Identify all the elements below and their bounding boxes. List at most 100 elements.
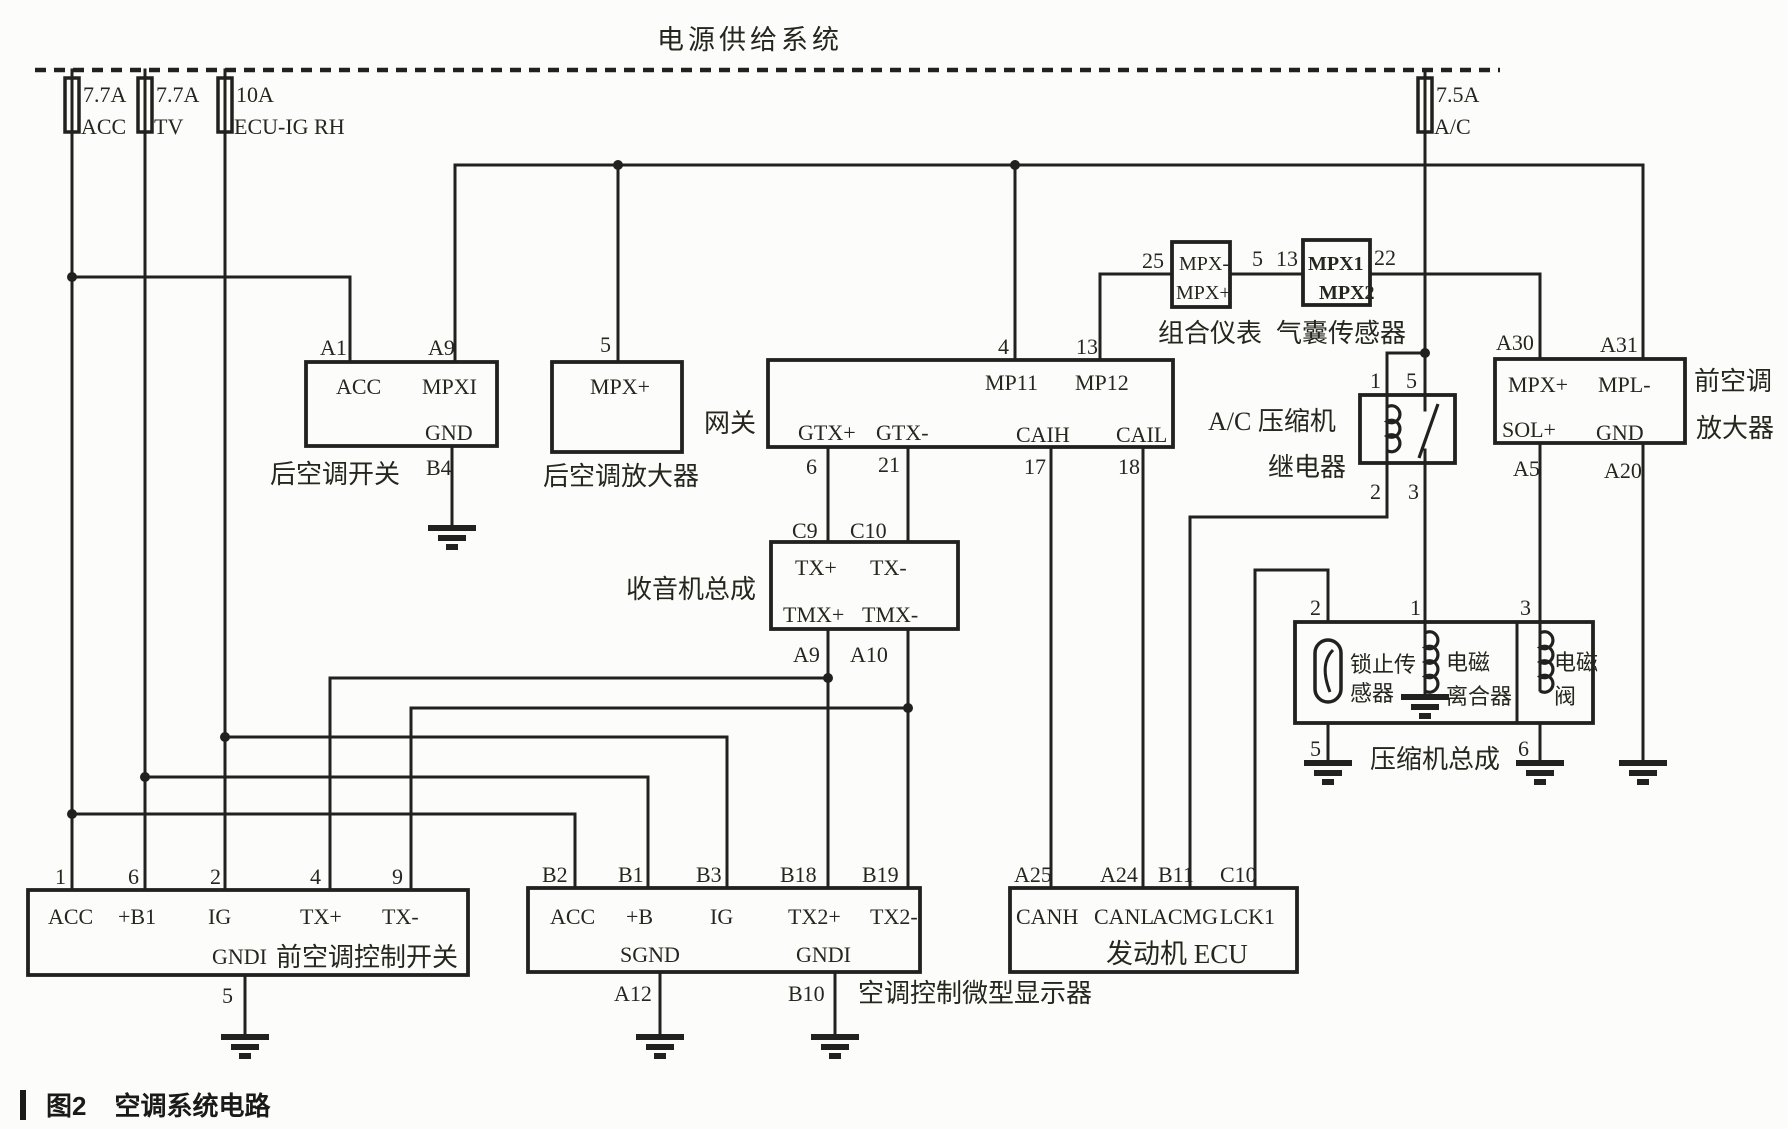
label-6-gw: 6 (806, 454, 817, 479)
pin-mpx2: MPX2 (1319, 282, 1375, 304)
label-a10-radio: A10 (850, 642, 888, 667)
pin-lck1: LCK1 (1220, 904, 1275, 929)
pin-mpx1: MPX1 (1308, 253, 1364, 275)
wire-ecuig-to-b3 (223, 735, 729, 890)
wire-tx-plus-branch (328, 676, 830, 892)
fuse-tv (136, 76, 154, 134)
pin-fs-ig: IG (208, 904, 231, 929)
part-clutch-1: 电磁 (1446, 650, 1490, 675)
label-b19: B19 (862, 862, 899, 887)
comp-radio: 收音机总成 (626, 575, 756, 604)
label-c10-ecu: C10 (1220, 862, 1257, 887)
label-13-airbag: 13 (1276, 246, 1298, 271)
label-comp-3: 3 (1520, 595, 1531, 620)
pin-mpx-minus-cluster: MPX- (1179, 253, 1229, 275)
wire-airbag-to-a30 (1368, 272, 1542, 361)
pin-cail: CAIL (1116, 422, 1167, 447)
label-a30: A30 (1496, 330, 1534, 355)
pin-mp12: MP12 (1075, 370, 1129, 395)
label-b11: B11 (1158, 862, 1194, 887)
wire-tx-minus-branch (409, 706, 910, 892)
pin-md-sgnd: SGND (620, 942, 680, 967)
ac-display-box (526, 886, 922, 974)
fuse-acc-label: ACC (81, 114, 126, 139)
label-fs-2: 2 (210, 864, 221, 889)
wire-mp12-to-cluster (1098, 272, 1174, 362)
label-5-rearamp: 5 (600, 332, 611, 357)
label-fs-4: 4 (310, 864, 321, 889)
pin-mpx-plus-cluster: MPX+ (1176, 282, 1231, 304)
pin-canl: CANL (1094, 904, 1154, 929)
gateway-box (766, 358, 1175, 449)
fuse-ecu-ig (216, 76, 234, 134)
pin-caih: CAIH (1016, 422, 1070, 447)
fuse-acc-rating: 7.7A (83, 82, 127, 107)
pin-mpxi: MPXI (422, 374, 477, 399)
caption-text: 空调系统电路 (114, 1091, 271, 1121)
pin-md-ig: IG (710, 904, 733, 929)
pin-fs-acc: ACC (48, 904, 93, 929)
comp-relay-line1: A/C 压缩机 (1208, 407, 1336, 436)
pin-tmx-minus: TMX- (862, 602, 918, 627)
label-b18: B18 (780, 862, 817, 887)
fuse-ecu-ig-label: ECU-IG RH (234, 114, 345, 139)
pin-acmg: ACMG (1152, 904, 1218, 929)
relay-coil-symbol (1383, 404, 1402, 454)
junction-dot-1 (67, 809, 77, 819)
fuse-acc (63, 76, 81, 134)
label-4-gw: 4 (998, 334, 1009, 359)
label-relay-3: 3 (1408, 479, 1419, 504)
label-a1: A1 (320, 335, 347, 360)
clutch-coil-symbol (1421, 630, 1440, 694)
caption-figure-number: 图2 (46, 1091, 87, 1121)
pin-md-gndi: GNDI (796, 942, 851, 967)
pin-sol-plus: SOL+ (1502, 417, 1556, 442)
label-a24: A24 (1100, 862, 1138, 887)
label-relay-1: 1 (1370, 368, 1381, 393)
wire-relay-coil-feed (1385, 351, 1427, 397)
engine-ecu-box (1008, 886, 1299, 974)
label-a20: A20 (1604, 458, 1642, 483)
label-fs-5: 5 (222, 983, 233, 1008)
comp-cluster: 组合仪表 (1158, 319, 1262, 348)
part-lock-sensor-2: 感器 (1350, 681, 1394, 706)
comp-front-switch: 前空调控制开关 (276, 943, 458, 972)
rear-ac-switch-box (304, 360, 499, 448)
label-relay-5: 5 (1406, 368, 1417, 393)
label-21-gw: 21 (878, 452, 900, 477)
pin-md-tx2-plus: TX2+ (788, 904, 841, 929)
label-b2: B2 (542, 862, 568, 887)
compressor-assy-box (1293, 620, 1595, 725)
relay-switch-blade (1417, 403, 1440, 459)
ac-relay-box (1358, 393, 1457, 465)
fuse-ecu-ig-rating: 10A (236, 82, 274, 107)
label-c10: C10 (850, 518, 887, 543)
pin-mpx-plus-rearamp: MPX+ (590, 374, 650, 399)
pin-gnd-rear: GND (425, 420, 473, 445)
wire-relay2-acmg (1188, 461, 1389, 890)
label-a12: A12 (614, 981, 652, 1006)
label-a5: A5 (1513, 456, 1540, 481)
radio-box (769, 540, 960, 631)
rear-ac-amp-box (550, 360, 684, 454)
pin-tx-plus-radio: TX+ (795, 555, 837, 580)
comp-engine-ecu: 发动机 ECU (1106, 939, 1248, 969)
wire-acc-to-a1 (70, 275, 352, 364)
comp-front-amp-line2: 放大器 (1696, 414, 1774, 443)
valve-coil-symbol (1536, 630, 1555, 694)
pin-gtx-plus: GTX+ (798, 420, 856, 445)
label-b1: B1 (618, 862, 644, 887)
pin-md-tx2-minus: TX2- (870, 904, 918, 929)
junction-dot-0 (67, 272, 77, 282)
label-b4: B4 (426, 455, 452, 480)
label-a9-radio: A9 (793, 642, 820, 667)
fuse-tv-rating: 7.7A (156, 82, 200, 107)
lock-sensor-symbol (1313, 638, 1343, 704)
label-a25: A25 (1014, 862, 1052, 887)
part-valve-1: 电磁 (1554, 650, 1598, 675)
pin-canh: CANH (1016, 904, 1078, 929)
pin-md-b: +B (626, 904, 653, 929)
label-17-gw: 17 (1024, 454, 1046, 479)
figure-caption: 图2 空调系统电路 (20, 1086, 270, 1123)
